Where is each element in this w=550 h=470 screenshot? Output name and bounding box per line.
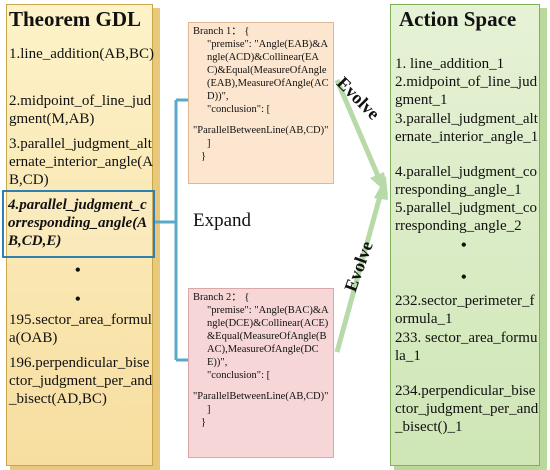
- ellipsis-dot: •: [461, 269, 467, 286]
- branch-line: Branch 2： {: [193, 292, 250, 303]
- action-item: 234.perpendicular_bisector_judgment_per_…: [395, 383, 539, 435]
- branch-line: ]: [207, 138, 211, 149]
- theorem-panel-shadow: [10, 464, 160, 470]
- action-item: 5.parallel_judgment_corresponding_angle_…: [395, 200, 538, 234]
- branch-line: "ParallelBetweenLine(AB,CD)": [193, 125, 329, 136]
- action-item: 2.midpoint_of_line_judgment_1: [395, 74, 538, 108]
- highlighted-theorem-box: 4.parallel_judgment_corresponding_angle(…: [2, 190, 155, 258]
- theorem-panel-shadow: [152, 8, 160, 470]
- theorem-item: 1.line_addition(AB,BC): [9, 46, 154, 62]
- evolve-arrow: [334, 195, 383, 353]
- action-item: 232.sector_perimeter_formula_1: [395, 293, 535, 327]
- action-item: 3.parallel_judgment_alternate_interior_a…: [395, 111, 539, 145]
- theorem-item: 2.midpoint_of_line_judgment(M,AB): [9, 93, 152, 127]
- action-panel-shadow: [539, 8, 547, 470]
- branch-line: "conclusion": [: [207, 370, 271, 381]
- theorem-item: 3.parallel_judgment_alternate_interior_a…: [9, 136, 154, 188]
- branch-line: }: [201, 417, 207, 428]
- branch-line: "premise": "Angle(BAC)&Angle(DCE)&Collin…: [207, 305, 329, 368]
- theorem-gdl-panel: Theorem GDL 1.line_addition(AB,BC) 2.mid…: [6, 4, 154, 466]
- branch-line: Branch 1： {: [193, 26, 250, 37]
- theorem-item: 196.perpendicular_bisector_judgment_per_…: [9, 355, 153, 407]
- action-panel-shadow: [394, 464, 546, 470]
- branch-line: }: [201, 151, 207, 162]
- evolve-arrow: [334, 79, 381, 177]
- ellipsis-dot: •: [461, 237, 467, 254]
- expand-label: Expand: [193, 210, 252, 231]
- ellipsis-dot: •: [75, 291, 81, 308]
- action-item: 1. line_addition_1: [395, 56, 505, 72]
- action-space-panel: Action Space 1. line_addition_1 2.midpoi…: [390, 4, 540, 466]
- branch-line: ]: [207, 404, 211, 415]
- ellipsis-dot: •: [75, 262, 81, 279]
- evolve-arrowhead: [374, 176, 388, 200]
- action-item: 233. sector_area_formula_1: [395, 330, 538, 364]
- branch-line: "premise": "Angle(EAB)&Angle(ACD)&Collin…: [207, 39, 329, 102]
- branch-line: "conclusion": [: [207, 104, 271, 115]
- theorem-item: 195.sector_area_formula(OAB): [9, 312, 152, 346]
- theorem-panel-title: Theorem GDL: [9, 7, 142, 31]
- action-item: 4.parallel_judgment_corresponding_angle_…: [395, 164, 538, 198]
- branch-1-box: Branch 1： { "premise": "Angle(EAB)&Angle…: [188, 22, 334, 184]
- branch-line: "ParallelBetweenLine(AB,CD)": [193, 391, 329, 402]
- branch-2-box: Branch 2： { "premise": "Angle(BAC)&Angle…: [188, 288, 334, 458]
- highlighted-theorem-item: 4.parallel_judgment_corresponding_angle(…: [8, 197, 148, 249]
- action-panel-title: Action Space: [399, 7, 517, 31]
